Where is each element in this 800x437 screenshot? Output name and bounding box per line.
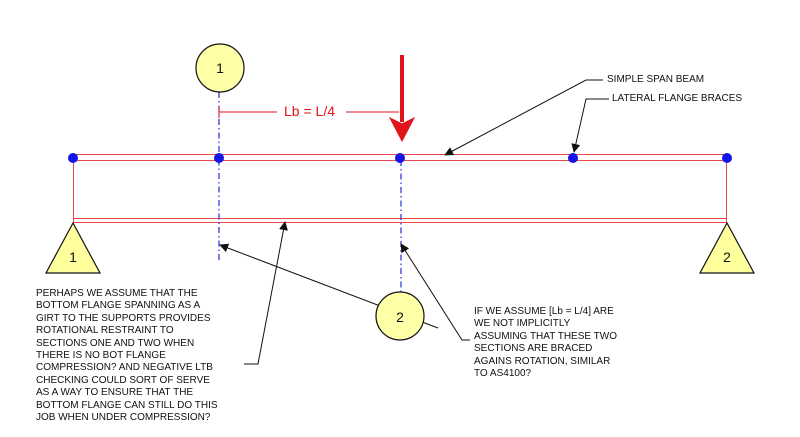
note-right-line: WE NOT IMPLICITLY — [474, 318, 571, 330]
section-bubble-2-label: 2 — [396, 309, 404, 325]
brace-dots — [68, 153, 732, 163]
leader-section-2 — [400, 243, 470, 341]
lb-dimension — [218, 106, 399, 118]
brace-dot — [395, 153, 405, 163]
beam-web — [73, 160, 727, 219]
section-bubble-1-label: 1 — [216, 60, 224, 76]
load-arrow-head — [388, 116, 416, 143]
section-bubble-1: 1 — [195, 43, 245, 93]
section-lines — [218, 92, 402, 292]
brace-dot — [68, 153, 78, 163]
support-label-right: 2 — [723, 249, 731, 265]
note-left-line: BOTTOM FLANGE SPANNING AS A — [36, 300, 201, 312]
note-right-line: SECTIONS ARE BRACED — [474, 343, 593, 355]
note-left: PERHAPS WE ASSUME THAT THE BOTTOM FLANGE… — [36, 288, 218, 424]
beam — [73, 154, 727, 223]
section-bubble-2-circle — [375, 291, 425, 341]
section-bubble-2: 2 — [375, 291, 425, 341]
note-left-line: GIRT TO THE SUPPORTS PROVIDES — [36, 312, 211, 324]
brace-dot — [568, 153, 578, 163]
note-left-line: SECTIONS ONE AND TWO WHEN — [36, 337, 195, 349]
note-left-line: THERE IS NO BOT FLANGE — [36, 350, 166, 362]
load-arrow — [388, 55, 416, 143]
note-right-line: TO AS4100? — [474, 368, 532, 380]
note-right-line: ASSUMING THAT THESE TWO — [474, 330, 617, 342]
support-left: 1 — [44, 221, 102, 274]
note-left-line: ROTATIONAL RESTRAINT TO — [36, 325, 174, 337]
label-simple-span-beam: SIMPLE SPAN BEAM — [607, 74, 705, 85]
label-lb-equation: Lb = L/4 — [284, 103, 335, 119]
label-lateral-flange-braces: LATERAL FLANGE BRACES — [612, 93, 743, 104]
support-triangle-right — [698, 221, 756, 274]
support-triangle-left — [44, 221, 102, 274]
support-label-left: 1 — [69, 249, 77, 265]
brace-dot — [214, 153, 224, 163]
brace-dot — [722, 153, 732, 163]
note-left-line: JOB WHEN UNDER COMPRESSION? — [36, 412, 211, 424]
note-right-line: AGAINS ROTATION, SIMILAR — [474, 355, 611, 367]
support-right: 2 — [698, 221, 756, 274]
note-right-line: IF WE ASSUME [Lb = L/4] ARE — [474, 306, 614, 317]
leader-simple-span-beam — [444, 79, 603, 156]
note-left-line: BOTTOM FLANGE CAN STILL DO THIS — [36, 399, 218, 411]
note-left-line: COMPRESSION? AND NEGATIVE LTB — [36, 362, 213, 374]
note-left-line: CHECKING COULD SORT OF SERVE — [36, 374, 210, 386]
leader-left-note — [244, 221, 288, 365]
section-bubble-1-circle — [195, 43, 245, 93]
note-left-line: AS A WAY TO ENSURE THAT THE — [36, 387, 194, 399]
leader-lateral-flange-braces — [571, 98, 609, 153]
note-right: IF WE ASSUME [Lb = L/4] ARE WE NOT IMPLI… — [474, 306, 617, 380]
note-left-line: PERHAPS WE ASSUME THAT THE — [36, 288, 198, 299]
